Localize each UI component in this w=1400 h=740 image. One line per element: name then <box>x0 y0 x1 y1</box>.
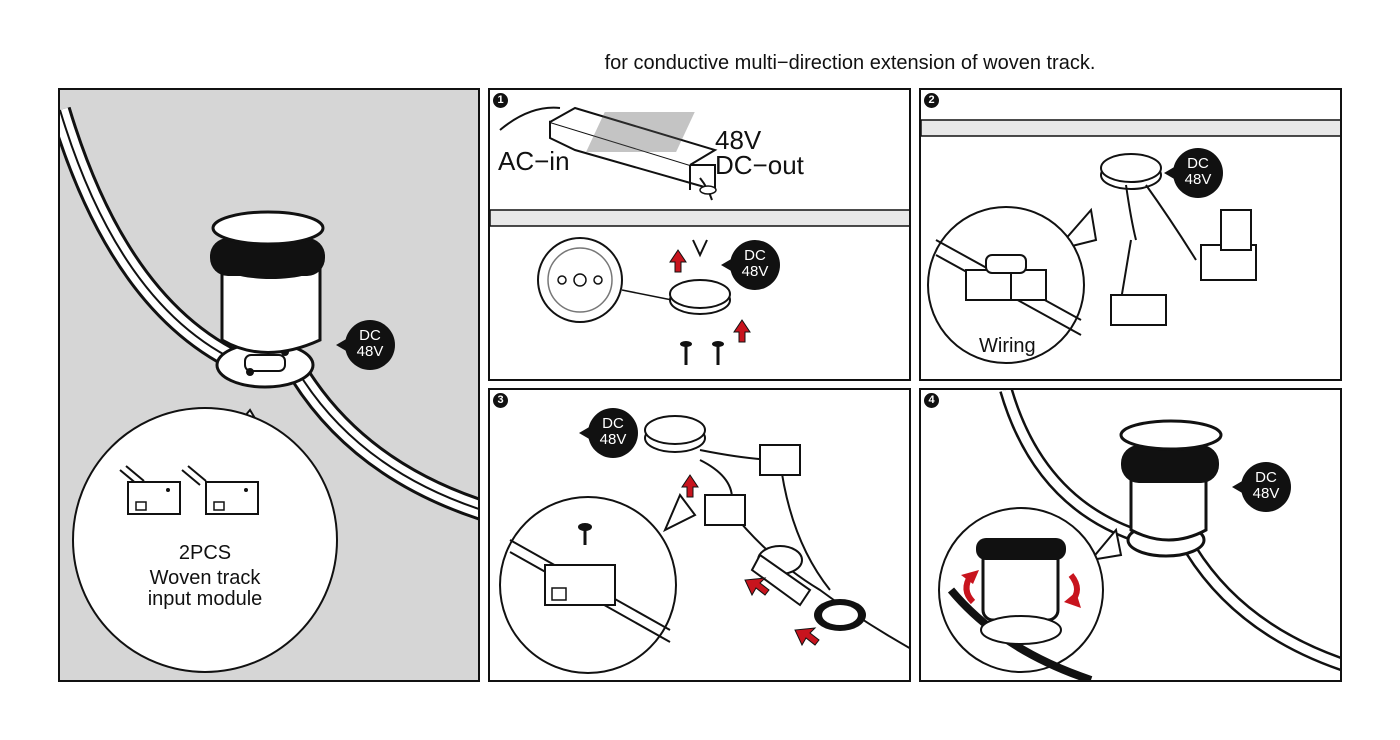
step-number: 4 <box>924 393 939 408</box>
badge-line2: 48V <box>356 343 384 360</box>
step-2-panel: 2 DC 48V Wiring <box>919 88 1342 381</box>
callout-line2: input module <box>147 588 263 610</box>
step-number: 1 <box>493 93 508 108</box>
badge-line1: DC <box>602 415 624 432</box>
module-right <box>181 465 259 515</box>
dc-48v-badge: DC 48V <box>336 320 395 370</box>
badge-line2: 48V <box>741 263 769 280</box>
page-title: for conductive multi−direction extension… <box>604 52 1096 74</box>
step-4-illustration <box>938 390 1340 680</box>
arrow-up-icon <box>733 319 751 343</box>
overview-illustration <box>60 106 478 673</box>
callout-line1: Woven track <box>149 567 261 589</box>
badge-line1: DC <box>1255 469 1277 486</box>
dc-out-label: DC−out <box>715 150 804 180</box>
step-4-panel: 4 DC 48V <box>919 388 1342 682</box>
ac-in-label: AC−in <box>498 146 570 176</box>
step-1-illustration <box>490 106 909 365</box>
wiring-label: Wiring <box>979 335 1036 357</box>
dc-48v-badge: DC 48V <box>721 240 780 290</box>
badge-line2: 48V <box>1184 171 1212 188</box>
badge-line1: DC <box>1187 155 1209 172</box>
step-2-illustration <box>921 119 1340 364</box>
dc-48v-badge: DC 48V <box>1232 462 1291 512</box>
screw-icon <box>712 341 724 365</box>
callout-qty: 2PCS <box>178 542 232 564</box>
overview-panel: DC 48V 2PCS Woven track input module <box>58 88 480 682</box>
screw-icon <box>680 341 692 365</box>
badge-line1: DC <box>744 247 766 264</box>
badge-line1: DC <box>359 327 381 344</box>
badge-line2: 48V <box>1252 485 1280 502</box>
step-number: 3 <box>493 393 508 408</box>
step-3-panel: 3 DC 48V <box>488 388 911 682</box>
badge-line2: 48V <box>599 431 627 448</box>
arrow-up-icon <box>669 249 687 273</box>
dc-48v-badge: DC 48V <box>1164 148 1223 198</box>
voltage-label: 48V <box>715 125 762 155</box>
module-left <box>119 465 181 515</box>
step-3-illustration <box>499 415 909 674</box>
step-1-panel: 1 AC−in 48V DC−out DC 48V <box>488 88 911 381</box>
step-number: 2 <box>924 93 939 108</box>
dc-48v-badge: DC 48V <box>579 408 638 458</box>
